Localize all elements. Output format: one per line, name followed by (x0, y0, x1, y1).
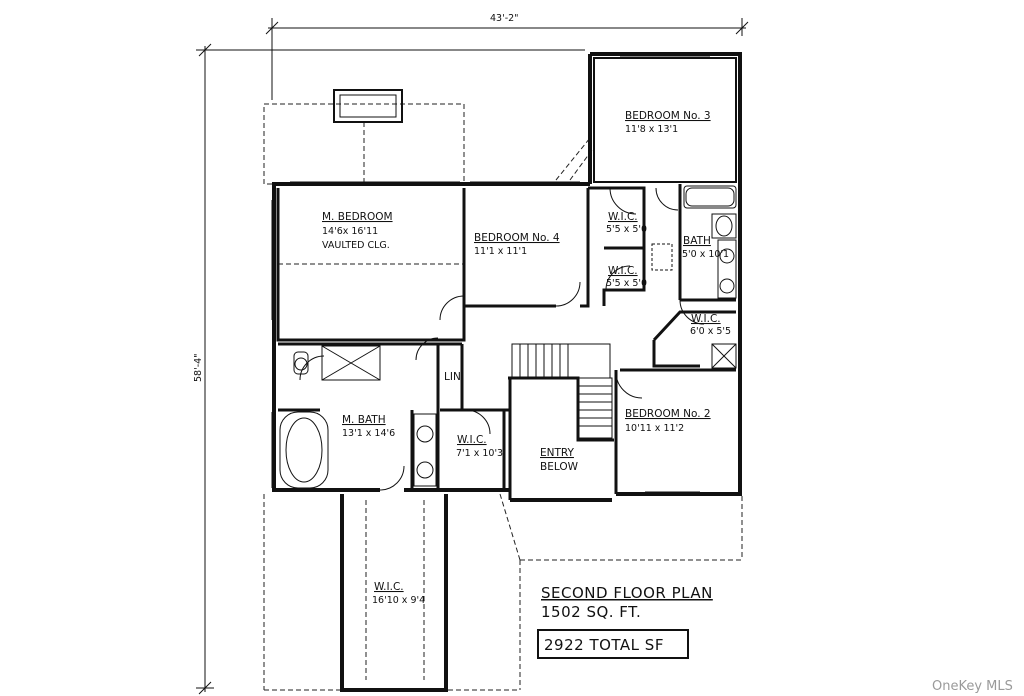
watermark: OneKey MLS (932, 679, 1013, 694)
room-name-entry: ENTRY (540, 447, 575, 459)
room-size-wic-4: 7'1 x 10'3 (456, 448, 503, 459)
interior-walls (276, 184, 736, 500)
room-size-master-bath: 13'1 x 14'6 (342, 428, 395, 439)
room-size-bath: 5'0 x 10'1 (682, 249, 729, 260)
room-size-wic-5: 16'10 x 9'4 (372, 595, 425, 606)
room-name-wic-3: W.I.C. (691, 313, 721, 325)
room-labels: BEDROOM No. 3 11'8 x 13'1 M. BEDROOM 14'… (322, 110, 731, 606)
room-size-wic-3: 6'0 x 5'5 (690, 326, 731, 337)
room-name-wic-1: W.I.C. (608, 211, 638, 223)
room-note-master-bedroom: VAULTED CLG. (322, 240, 390, 251)
room-name-bath: BATH (683, 235, 711, 247)
plan-title: SECOND FLOOR PLAN (541, 584, 713, 602)
room-size-wic-1: 5'5 x 5'0 (606, 224, 647, 235)
depth-dimension: 58'-4" (193, 353, 204, 382)
room-name-bedroom-4: BEDROOM No. 4 (474, 232, 560, 244)
title-block: SECOND FLOOR PLAN 1502 SQ. FT. 2922 TOTA… (537, 584, 713, 659)
stairs (511, 343, 613, 439)
room-name-wic-5: W.I.C. (374, 581, 404, 593)
room-name-master-bath: M. BATH (342, 414, 386, 426)
room-name-wic-2: W.I.C. (608, 265, 638, 277)
room-size-bedroom-4: 11'1 x 11'1 (474, 246, 527, 257)
room-note-entry: BELOW (540, 461, 579, 473)
plan-area: 1502 SQ. FT. (541, 603, 641, 621)
room-name-bedroom-3: BEDROOM No. 3 (625, 110, 711, 122)
roof-outlines (263, 103, 743, 691)
room-size-master-bedroom: 14'6x 16'11 (322, 226, 378, 237)
room-size-bedroom-2: 10'11 x 11'2 (625, 423, 684, 434)
room-size-wic-2: 5'5 x 5'0 (606, 278, 647, 289)
total-area: 2922 TOTAL SF (544, 636, 664, 654)
room-name-wic-4: W.I.C. (457, 434, 487, 446)
width-dimension: 43'-2" (490, 13, 519, 24)
door-swings (299, 187, 705, 491)
exterior-walls (272, 52, 742, 692)
fixtures (279, 185, 737, 489)
skylight (333, 89, 403, 123)
room-name-master-bedroom: M. BEDROOM (322, 211, 393, 223)
room-name-linen: LIN (444, 371, 461, 383)
windows (271, 55, 710, 493)
room-name-bedroom-2: BEDROOM No. 2 (625, 408, 711, 420)
dimension-lines (196, 18, 749, 695)
room-size-bedroom-3: 11'8 x 13'1 (625, 124, 678, 135)
